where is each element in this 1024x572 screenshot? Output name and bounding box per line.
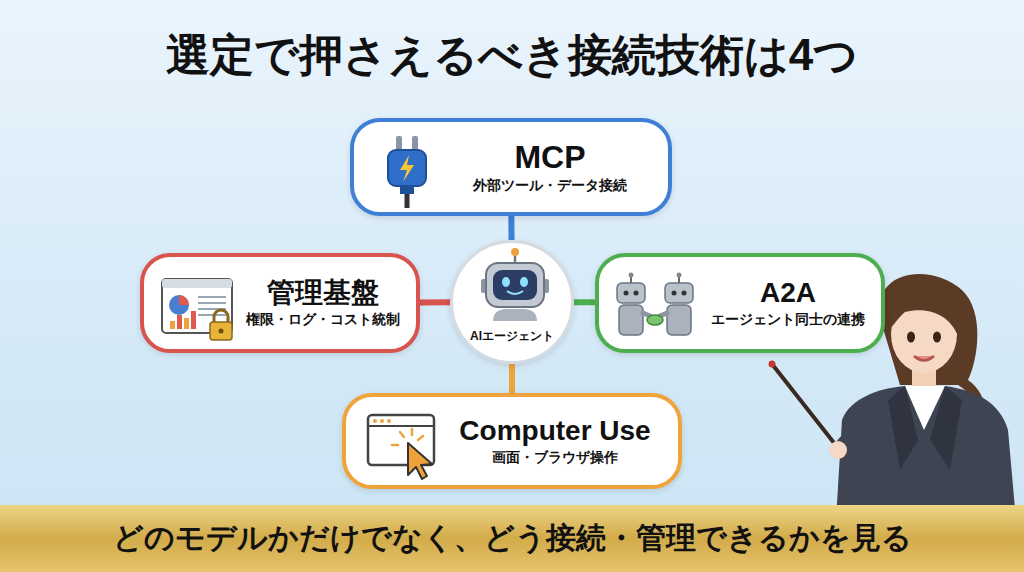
window-dot bbox=[380, 419, 384, 423]
icon bbox=[453, 243, 577, 343]
robot-eye bbox=[634, 291, 639, 296]
text-wrap: Computer Use画面・ブラウザ操作 bbox=[459, 415, 650, 466]
visor bbox=[493, 270, 537, 300]
icon bbox=[144, 257, 268, 357]
robot-smile bbox=[507, 291, 523, 294]
lock-shackle bbox=[214, 310, 228, 323]
box-subtitle: 外部ツール・データ接続 bbox=[473, 176, 627, 195]
hands bbox=[647, 315, 663, 325]
box-heading: 管理基盤 bbox=[246, 277, 400, 309]
cursor bbox=[408, 443, 432, 479]
antenna-ball bbox=[511, 248, 519, 256]
plug-icon bbox=[388, 136, 426, 208]
smile bbox=[914, 356, 934, 361]
connector bbox=[574, 299, 595, 305]
box-heading: A2A bbox=[711, 277, 865, 309]
box-subtitle: 権限・ログ・コスト統制 bbox=[246, 310, 400, 329]
bar bbox=[177, 315, 182, 329]
text-line bbox=[198, 296, 226, 298]
bar bbox=[170, 321, 175, 329]
caption: どのモデルかだけでなく、どう接続・管理できるかを見る bbox=[113, 518, 912, 559]
robot-head bbox=[486, 263, 544, 307]
title: 選定で押さえるべき接続技術は4つ bbox=[0, 26, 1024, 85]
bangs bbox=[889, 285, 961, 336]
agent-circle: AIエージェント bbox=[450, 240, 574, 364]
lapel bbox=[888, 386, 918, 470]
antenna-ball bbox=[629, 273, 634, 278]
robot-head bbox=[617, 283, 645, 303]
connector bbox=[508, 216, 514, 240]
tech-box: A2Aエージェント同士の連携 bbox=[595, 253, 885, 353]
dashboard-icon bbox=[162, 279, 232, 340]
window-dot bbox=[373, 419, 377, 423]
pie-slice bbox=[179, 295, 189, 305]
lapel bbox=[930, 386, 962, 470]
keyhole bbox=[219, 329, 224, 334]
text-area: A2Aエージェント同士の連携 bbox=[709, 257, 867, 349]
eye bbox=[907, 332, 915, 343]
browser-icon bbox=[368, 415, 434, 479]
robot-eye bbox=[672, 291, 677, 296]
pie bbox=[169, 295, 189, 315]
window-bar bbox=[162, 279, 232, 288]
lock-body bbox=[210, 322, 232, 340]
box-subtitle: 画面・ブラウザ操作 bbox=[459, 448, 650, 467]
eye bbox=[933, 332, 941, 343]
window-bar bbox=[368, 425, 434, 427]
text-area: AIエージェント bbox=[453, 321, 571, 351]
tech-box: Computer Use画面・ブラウザ操作 bbox=[342, 393, 682, 489]
robot-icon bbox=[481, 248, 549, 321]
cord bbox=[405, 194, 410, 208]
robot-eye bbox=[520, 277, 528, 287]
bar bbox=[184, 318, 189, 329]
text-wrap: A2Aエージェント同士の連携 bbox=[711, 277, 865, 328]
text-area: Computer Use画面・ブラウザ操作 bbox=[446, 397, 664, 485]
pointer-tip bbox=[769, 361, 776, 368]
icon bbox=[346, 397, 470, 497]
plug-neck bbox=[400, 186, 414, 194]
box-subtitle: エージェント同士の連携 bbox=[711, 310, 865, 329]
robots-handshake-icon bbox=[617, 273, 693, 336]
hand bbox=[829, 441, 847, 459]
box-heading: Computer Use bbox=[459, 415, 650, 447]
text-wrap: AIエージェント bbox=[470, 328, 554, 344]
window-dot bbox=[387, 419, 391, 423]
icon bbox=[354, 122, 478, 222]
text-area: 管理基盤権限・ログ・コスト統制 bbox=[244, 257, 402, 349]
bar bbox=[191, 311, 196, 329]
box-heading: MCP bbox=[473, 139, 627, 176]
robot-body bbox=[619, 305, 643, 335]
pointer-stick bbox=[772, 364, 838, 448]
robot-shoulders bbox=[493, 309, 537, 321]
antenna-ball bbox=[677, 273, 682, 278]
icon bbox=[599, 257, 723, 357]
text-wrap: 管理基盤権限・ログ・コスト統制 bbox=[246, 277, 400, 328]
suit bbox=[836, 386, 1016, 520]
plug-body bbox=[388, 150, 426, 186]
text-area: MCP外部ツール・データ接続 bbox=[446, 122, 654, 212]
text-line bbox=[198, 302, 226, 304]
robot-eye bbox=[502, 277, 510, 287]
text-wrap: MCP外部ツール・データ接続 bbox=[473, 139, 627, 195]
robot-body bbox=[667, 305, 691, 335]
tech-box: 管理基盤権限・ログ・コスト統制 bbox=[140, 253, 420, 353]
connector bbox=[420, 299, 450, 305]
text-line bbox=[198, 314, 226, 316]
connector bbox=[509, 364, 515, 393]
robot-head bbox=[665, 283, 693, 303]
robot-eye bbox=[624, 291, 629, 296]
robot-eye bbox=[682, 291, 687, 296]
bolt bbox=[400, 155, 414, 182]
tech-box: MCP外部ツール・データ接続 bbox=[350, 118, 672, 216]
agent-label: AIエージェント bbox=[470, 328, 554, 344]
caption-band: どのモデルかだけでなく、どう接続・管理できるかを見る bbox=[0, 505, 1024, 572]
